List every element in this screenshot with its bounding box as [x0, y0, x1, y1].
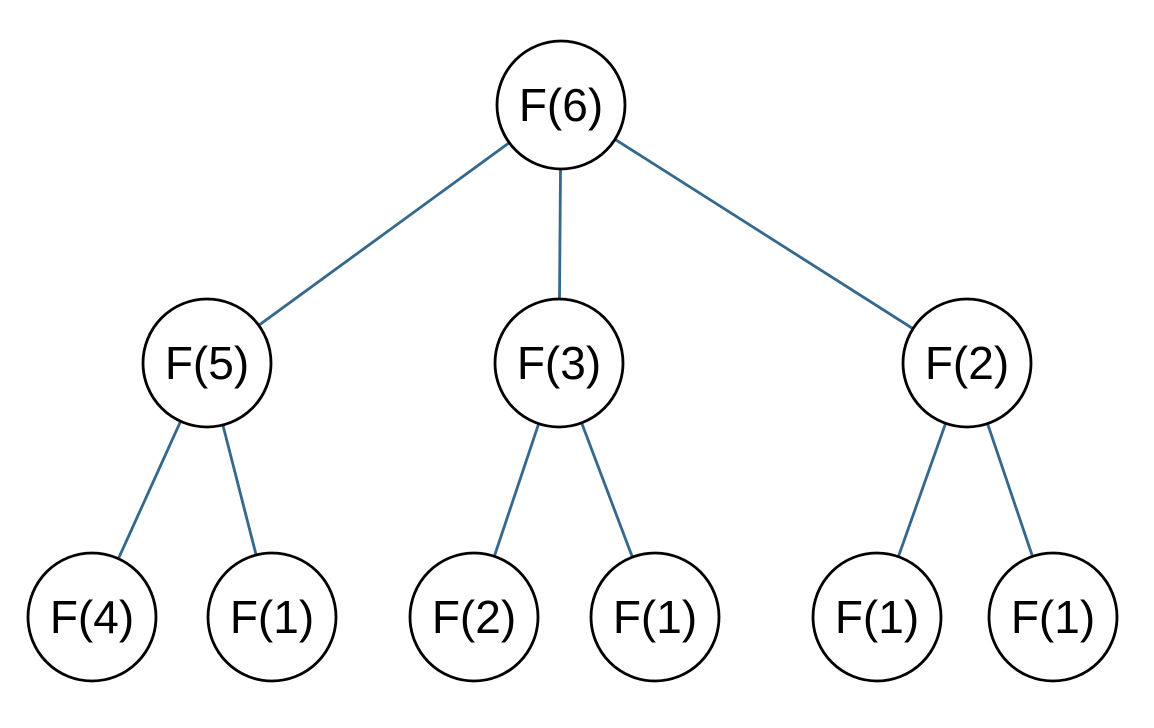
node-circle-f4 [26, 551, 158, 683]
tree-node-f2: F(2) [901, 297, 1033, 429]
tree-node-f1d: F(1) [987, 551, 1119, 683]
tree-node-f5: F(5) [141, 297, 273, 429]
node-circle-f2b [408, 551, 540, 683]
node-label-f5: F(5) [165, 337, 249, 389]
tree-edge-f6-f2 [560, 103, 968, 365]
node-label-f1c: F(1) [835, 591, 919, 643]
node-circle-f1b [589, 551, 721, 683]
node-circle-f1c [811, 551, 943, 683]
node-label-f1b: F(1) [613, 591, 697, 643]
node-circle-f6 [495, 39, 627, 171]
node-label-f4: F(4) [50, 591, 134, 643]
node-label-f1d: F(1) [1011, 591, 1095, 643]
tree-node-f3: F(3) [493, 297, 625, 429]
node-label-f2b: F(2) [432, 591, 516, 643]
node-label-f2: F(2) [925, 337, 1009, 389]
node-circle-f2 [901, 297, 1033, 429]
node-circle-f5 [141, 297, 273, 429]
tree-edge-f6-f5 [206, 103, 562, 365]
tree-node-f6: F(6) [495, 39, 627, 171]
node-circle-f1a [206, 551, 338, 683]
node-label-f1a: F(1) [230, 591, 314, 643]
node-label-f6: F(6) [519, 79, 603, 131]
node-label-f3: F(3) [517, 337, 601, 389]
tree-node-f1b: F(1) [589, 551, 721, 683]
node-circle-f1d [987, 551, 1119, 683]
tree-node-f4: F(4) [26, 551, 158, 683]
tree-node-f1a: F(1) [206, 551, 338, 683]
tree-node-f1c: F(1) [811, 551, 943, 683]
tree-node-f2b: F(2) [408, 551, 540, 683]
node-circle-f3 [493, 297, 625, 429]
